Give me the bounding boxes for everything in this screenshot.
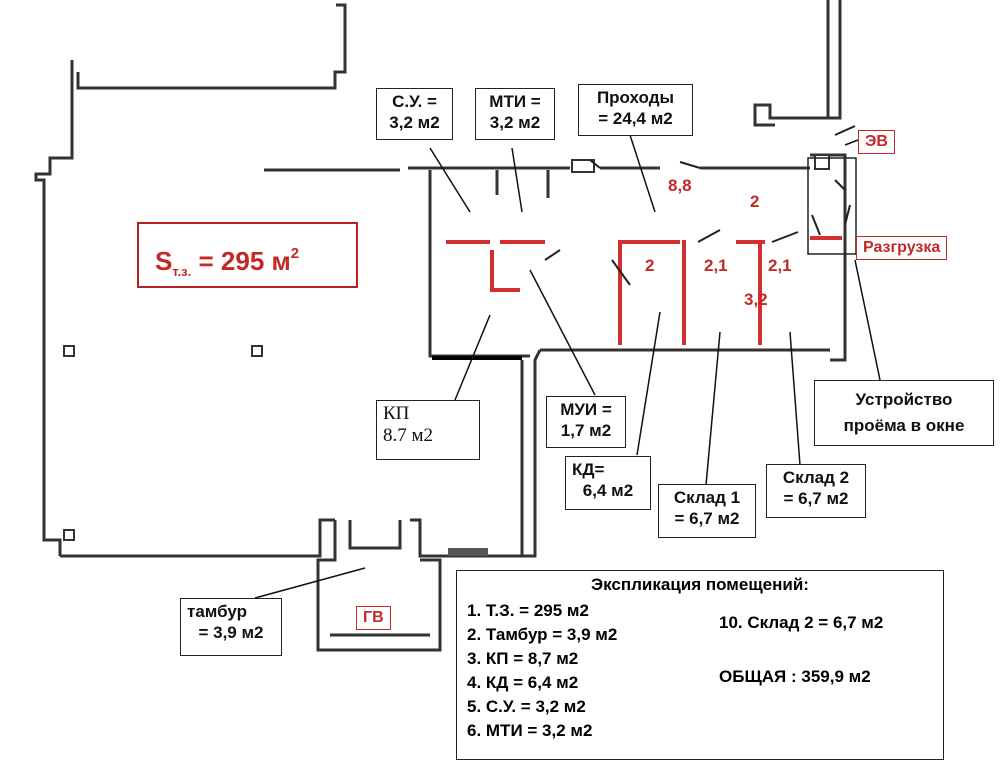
leader-line: [254, 567, 366, 599]
tag-ev: ЭВ: [858, 130, 895, 154]
column: [571, 159, 595, 173]
room-number: 8,8: [668, 176, 692, 195]
legend-item: 4. КД = 6,4 м2: [467, 673, 579, 692]
leader-line: [844, 139, 859, 146]
label-text: С.У. =: [392, 92, 437, 111]
label-prohody: Проходы = 24,4 м2: [578, 84, 693, 136]
door: [771, 231, 799, 243]
outer-wall: [34, 60, 74, 556]
room-number: 2,1: [768, 256, 792, 275]
legend-item: 1. Т.З. = 295 м2: [467, 601, 589, 620]
legend-item: 3. КП = 8,7 м2: [467, 649, 579, 668]
label-text: 1,7 м2: [560, 421, 612, 440]
vestibule-wall: [316, 520, 442, 652]
door: [544, 249, 561, 261]
area-badge: Sт.з. = 295 м2: [137, 222, 358, 288]
room-number: 2,1: [704, 256, 728, 275]
label-text: КД=: [572, 460, 605, 479]
label-sklad1: Склад 1 = 6,7 м2: [658, 484, 756, 538]
label-text: МУИ =: [560, 400, 612, 419]
unloading-frame: [807, 157, 857, 255]
door: [834, 179, 846, 191]
label-sklad2: Склад 2 = 6,7 м2: [766, 464, 866, 518]
label-text: = 6,7 м2: [783, 489, 849, 508]
door: [589, 159, 601, 169]
door: [834, 125, 856, 136]
room-number: 3,2: [744, 290, 768, 309]
label-text: проёма в окне: [843, 416, 965, 435]
leader-line: [636, 311, 661, 456]
label-mti: МТИ = 3,2 м2: [475, 88, 555, 140]
outer-wall: [753, 0, 830, 127]
column: [63, 345, 75, 357]
label-mui: МУИ = 1,7 м2: [546, 396, 626, 448]
tag-razgruzka: Разгрузка: [856, 236, 948, 260]
column: [251, 345, 263, 357]
label-text: КП: [383, 403, 410, 424]
room-number: 2: [645, 256, 655, 275]
outer-wall: [428, 170, 530, 358]
leader-line: [789, 331, 801, 466]
label-text: = 6,7 м2: [674, 509, 740, 528]
door: [811, 214, 821, 236]
area-sup: 2: [290, 245, 300, 262]
leader-line: [854, 259, 881, 381]
label-text: Склад 2: [782, 468, 850, 487]
legend-item-10: 10. Склад 2 = 6,7 м2: [719, 613, 884, 632]
door: [611, 259, 631, 286]
leader-line: [629, 134, 656, 213]
label-text: Склад 1: [673, 488, 741, 507]
outer-wall: [60, 518, 335, 558]
label-text: = 24,4 м2: [598, 109, 673, 128]
label-ustroistvo: Устройство проёма в окне: [814, 380, 994, 446]
partition: [618, 240, 680, 345]
legend-total: ОБЩАЯ : 359,9 м2: [719, 667, 871, 686]
legend-item: 2. Тамбур = 3,9 м2: [467, 625, 618, 644]
area-prefix: S: [155, 246, 173, 276]
column: [63, 529, 75, 541]
label-text: 3,2 м2: [389, 113, 440, 132]
label-su: С.У. = 3,2 м2: [376, 88, 453, 140]
label-text: 3,2 м2: [489, 113, 541, 132]
outer-wall: [76, 3, 347, 90]
legend-title: Экспликация помещений:: [591, 575, 809, 594]
label-kd: КД= 6,4 м2: [565, 456, 651, 510]
door: [679, 161, 701, 169]
leader-line: [429, 147, 471, 213]
column: [814, 154, 830, 170]
leader-line: [511, 147, 523, 213]
area-sub: т.з.: [172, 264, 192, 279]
door: [844, 204, 851, 226]
explication-legend: Экспликация помещений: 1. Т.З. = 295 м2 …: [456, 570, 944, 760]
label-kp: КП 8.7 м2: [376, 400, 480, 460]
label-text: = 3,9 м2: [198, 623, 264, 642]
area-value: = 295 м: [198, 246, 291, 276]
partition: [490, 250, 520, 292]
leader-line: [454, 314, 491, 401]
label-text: МТИ =: [489, 92, 541, 111]
label-text: тамбур: [187, 602, 248, 621]
legend-item: 6. МТИ = 3,2 м2: [467, 721, 593, 740]
leader-line: [529, 269, 596, 396]
legend-items: 1. Т.З. = 295 м2 2. Тамбур = 3,9 м2 3. К…: [467, 599, 617, 743]
legend-item: 5. С.У. = 3,2 м2: [467, 697, 586, 716]
label-text: 8.7 м2: [383, 425, 434, 446]
label-text: Проходы: [596, 88, 675, 107]
tag-gv: ГВ: [356, 606, 391, 630]
vestibule-wall: [348, 520, 402, 550]
room-number: 2: [750, 192, 760, 211]
label-text: Устройство: [855, 390, 953, 409]
door: [697, 229, 721, 243]
hatched-segment: [448, 548, 488, 556]
label-tambur: тамбур = 3,9 м2: [180, 598, 282, 656]
leader-line: [705, 331, 721, 486]
label-text: 6,4 м2: [582, 481, 634, 500]
outer-wall: [828, 0, 842, 120]
